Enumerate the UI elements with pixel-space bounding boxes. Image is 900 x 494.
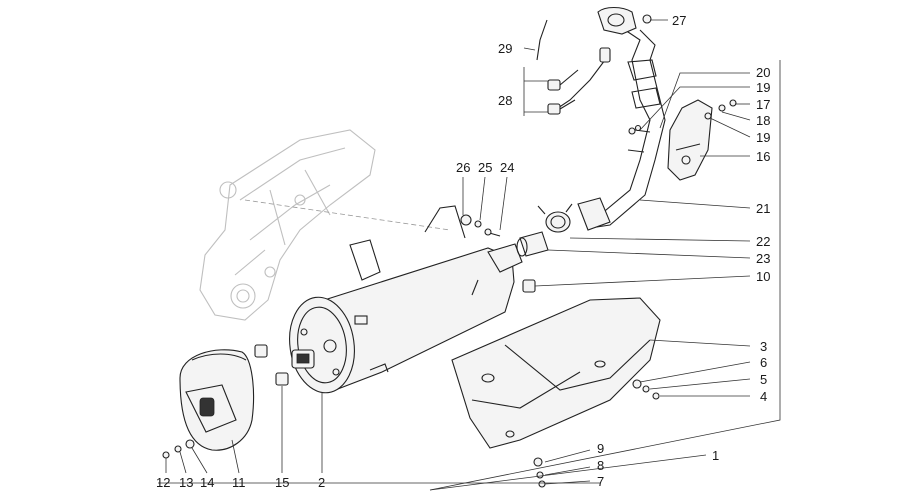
gasket-ring [516,231,549,257]
callout-23: 23 [756,251,770,266]
callout-5: 5 [760,372,767,387]
callout-4: 4 [760,389,767,404]
callout-27: 27 [672,13,686,28]
mount-dash-line [244,199,451,231]
callout-14: 14 [200,475,214,490]
callout-3: 3 [760,339,767,354]
leader-lines [158,19,781,491]
frame-bracket-ghost [199,129,376,321]
callout-25: 25 [478,160,492,175]
callout-10: 10 [756,269,770,284]
callout-13: 13 [179,475,193,490]
heat-shield-upper [667,99,713,181]
callout-17: 17 [756,97,770,112]
rubber-mounts [254,279,536,386]
pipe-clamp [537,203,573,233]
callout-28: 28 [498,93,512,108]
callout-11: 11 [232,475,246,490]
callout-16: 16 [756,149,770,164]
callout-20: 20 [756,65,770,80]
heat-shield-lower [451,297,661,449]
callout-9: 9 [597,441,604,456]
header-pipe [577,6,666,231]
callout-19-bottom: 19 [756,130,770,145]
callout-18: 18 [756,113,770,128]
callout-7: 7 [597,474,604,489]
callout-21: 21 [756,201,770,216]
callout-1: 1 [712,448,719,463]
callout-22: 22 [756,234,770,249]
callout-24: 24 [500,160,514,175]
cable-tie [536,19,548,61]
callout-8: 8 [597,458,604,473]
muffler-body [289,205,523,394]
callout-29: 29 [498,41,512,56]
callout-labels: 27 29 28 20 19 17 18 19 16 21 22 23 10 2… [156,13,770,490]
callout-2: 2 [318,475,325,490]
lambda-sensor [547,47,611,115]
callout-19-top: 19 [756,80,770,95]
end-cap [179,349,255,451]
callout-26: 26 [456,160,470,175]
callout-12: 12 [156,475,170,490]
callout-6: 6 [760,355,767,370]
callout-15: 15 [275,475,289,490]
small-hardware [162,14,737,488]
